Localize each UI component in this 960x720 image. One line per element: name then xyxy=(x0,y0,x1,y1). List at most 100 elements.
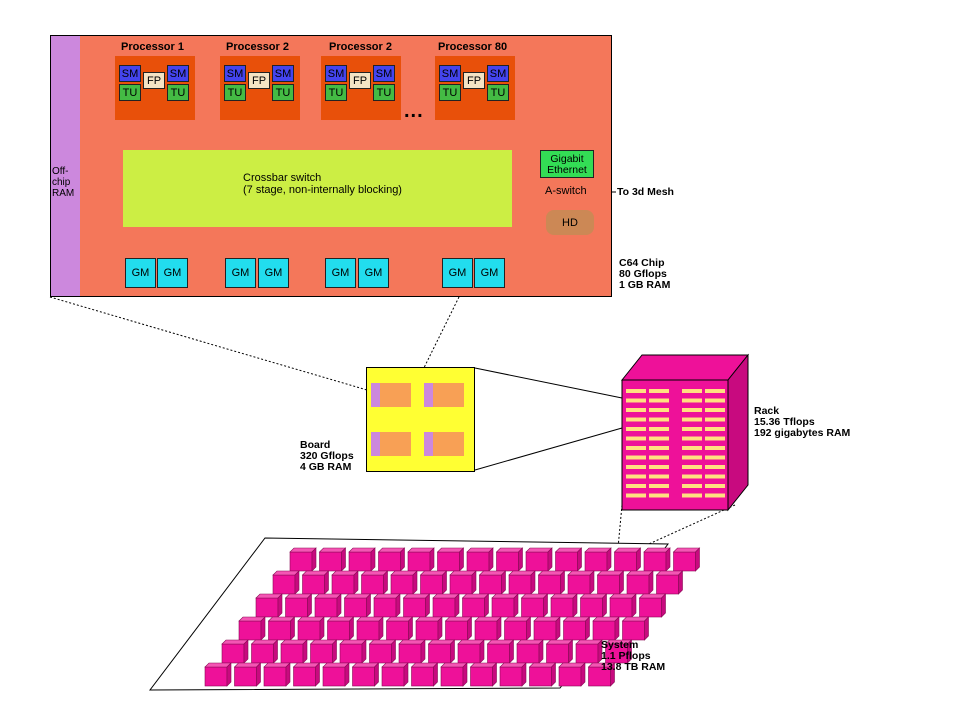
zoom-line-board-bottom xyxy=(474,427,623,471)
system-rack xyxy=(643,547,671,572)
processor-2: Processor 2 SM FP SM TU TU xyxy=(220,40,300,120)
system-rack xyxy=(250,639,279,664)
system-rack xyxy=(525,547,553,572)
rack-board-slot xyxy=(626,417,646,422)
rack-board-slot xyxy=(682,446,702,450)
rack-board-slot xyxy=(626,465,646,469)
system-rack xyxy=(385,616,414,641)
mesh-label: To 3d Mesh xyxy=(617,186,674,198)
system-rack xyxy=(604,639,633,664)
processor-title: Processor 1 xyxy=(121,41,184,53)
rack-board-slot xyxy=(705,455,725,460)
rack-board-slot xyxy=(705,446,725,450)
board xyxy=(366,367,475,472)
rack-board-slot xyxy=(626,389,646,393)
system-rack xyxy=(558,662,586,687)
rack-board-slot xyxy=(626,398,646,403)
gm-unit: GM xyxy=(442,258,473,288)
sm-unit: SM xyxy=(439,65,461,82)
system-rack xyxy=(238,616,266,641)
system-rack xyxy=(267,616,296,641)
system-rack xyxy=(508,570,536,595)
system-rack xyxy=(284,593,313,618)
system-rack xyxy=(436,547,465,572)
system-rack xyxy=(672,547,701,572)
system-rack xyxy=(495,547,524,572)
board-chip xyxy=(371,432,411,456)
rack-board-slot xyxy=(682,408,702,412)
gm-unit: GM xyxy=(358,258,389,288)
sm-unit: SM xyxy=(487,65,509,82)
gm-unit: GM xyxy=(258,258,289,288)
system-rack xyxy=(537,570,566,595)
board-info: Board 320 Gflops 4 GB RAM xyxy=(300,439,354,473)
system-rack xyxy=(272,570,300,595)
system-rack xyxy=(550,593,578,618)
rack-board-slot xyxy=(626,408,646,412)
system-rack xyxy=(491,593,519,618)
sm-unit: SM xyxy=(224,65,246,82)
rack-board-slot xyxy=(649,446,669,450)
system-rack xyxy=(466,547,494,572)
system-rack xyxy=(587,662,616,687)
system-rack xyxy=(348,547,376,572)
gm-unit: GM xyxy=(474,258,505,288)
system-rack xyxy=(427,639,456,664)
rack-board-slot xyxy=(649,455,669,460)
processor-80: Processor 80 SM FP SM TU TU xyxy=(435,40,515,120)
system-rack xyxy=(562,616,591,641)
system-rack xyxy=(444,616,473,641)
rack-board-slot xyxy=(626,436,646,441)
system-rack xyxy=(368,639,397,664)
rack-board-slot xyxy=(649,398,669,403)
board-chip xyxy=(424,383,464,407)
system-rack xyxy=(309,639,338,664)
system-rack xyxy=(407,547,435,572)
rack-board-slot xyxy=(682,474,702,479)
sm-unit: SM xyxy=(167,65,189,82)
system-rack xyxy=(356,616,384,641)
rack-board-slot xyxy=(682,427,702,431)
crossbar-switch: Crossbar switch (7 stage, non-internally… xyxy=(123,150,512,227)
rack-board-slot xyxy=(705,436,725,441)
processor-1: Processor 1 SM FP SM TU TU xyxy=(115,40,195,120)
system-rack xyxy=(516,639,544,664)
board-chip xyxy=(424,432,464,456)
rack-board-slot xyxy=(705,493,725,498)
system-info: System 1.1 Pflops 13.8 TB RAM xyxy=(601,639,666,673)
system-rack xyxy=(398,639,426,664)
sm-unit: SM xyxy=(325,65,347,82)
system-rack xyxy=(592,616,620,641)
system-rack xyxy=(503,616,532,641)
system-rack xyxy=(567,570,595,595)
system-rack xyxy=(449,570,477,595)
hd-unit: HD xyxy=(546,210,594,235)
system-rack xyxy=(596,570,625,595)
sm-unit: SM xyxy=(373,65,395,82)
system-rack xyxy=(474,616,502,641)
system-rack xyxy=(486,639,515,664)
system-rack xyxy=(233,662,262,687)
fp-unit: FP xyxy=(463,72,485,89)
system-rack xyxy=(263,662,291,687)
processor-3: Processor 2 SM FP SM TU TU xyxy=(321,40,401,120)
system-rack xyxy=(280,639,308,664)
system-rack xyxy=(469,662,498,687)
system-rack xyxy=(621,616,650,641)
system-rack xyxy=(419,570,448,595)
zoom-line-chip-right xyxy=(412,296,460,391)
system-rack xyxy=(533,616,561,641)
processor-title: Processor 2 xyxy=(329,41,392,53)
system-rack xyxy=(655,570,684,595)
system-rack xyxy=(297,616,325,641)
system-rack xyxy=(221,639,249,664)
system-rack xyxy=(318,547,347,572)
system-floor xyxy=(148,537,701,691)
rack-board-slot xyxy=(649,389,669,393)
system-rack xyxy=(410,662,439,687)
fp-unit: FP xyxy=(248,72,270,89)
a-switch-label: A-switch xyxy=(545,185,587,197)
system-rack xyxy=(360,570,389,595)
rack-board-slot xyxy=(649,493,669,498)
